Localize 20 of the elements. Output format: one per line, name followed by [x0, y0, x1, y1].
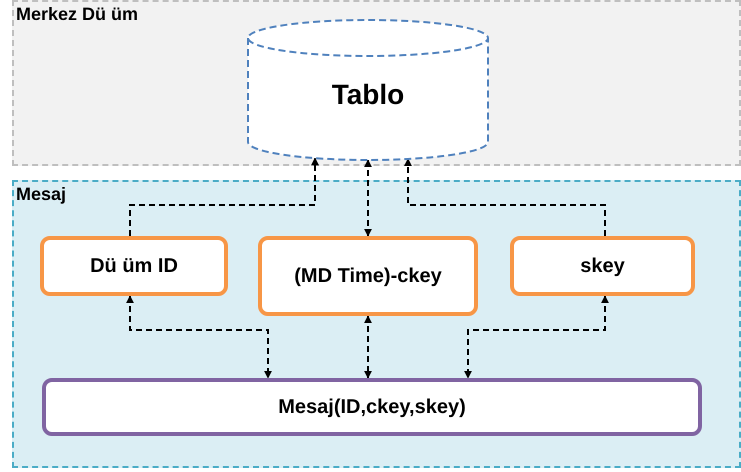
- arrow: [404, 158, 606, 236]
- process-box: [258, 236, 478, 316]
- process-box: [510, 236, 695, 296]
- arrow: [464, 295, 609, 379]
- process-box: [42, 378, 702, 436]
- arrow: [364, 315, 372, 379]
- node-label: skey: [580, 254, 625, 278]
- node-label: Dü üm ID: [90, 254, 178, 278]
- arrow: [126, 295, 272, 379]
- node-label: (MD Time)-ckey: [294, 264, 442, 288]
- region-title: Merkez Dü üm: [16, 4, 138, 25]
- arrow: [129, 157, 319, 236]
- arrow: [364, 159, 372, 237]
- database-cylinder: [248, 20, 488, 160]
- dashed-region: [12, 0, 741, 166]
- region-title: Mesaj: [16, 184, 66, 205]
- dashed-region: [12, 180, 741, 468]
- node-label: Mesaj(ID,ckey,skey): [278, 396, 466, 418]
- node-label: Tablo: [332, 79, 404, 111]
- process-box: [40, 236, 228, 296]
